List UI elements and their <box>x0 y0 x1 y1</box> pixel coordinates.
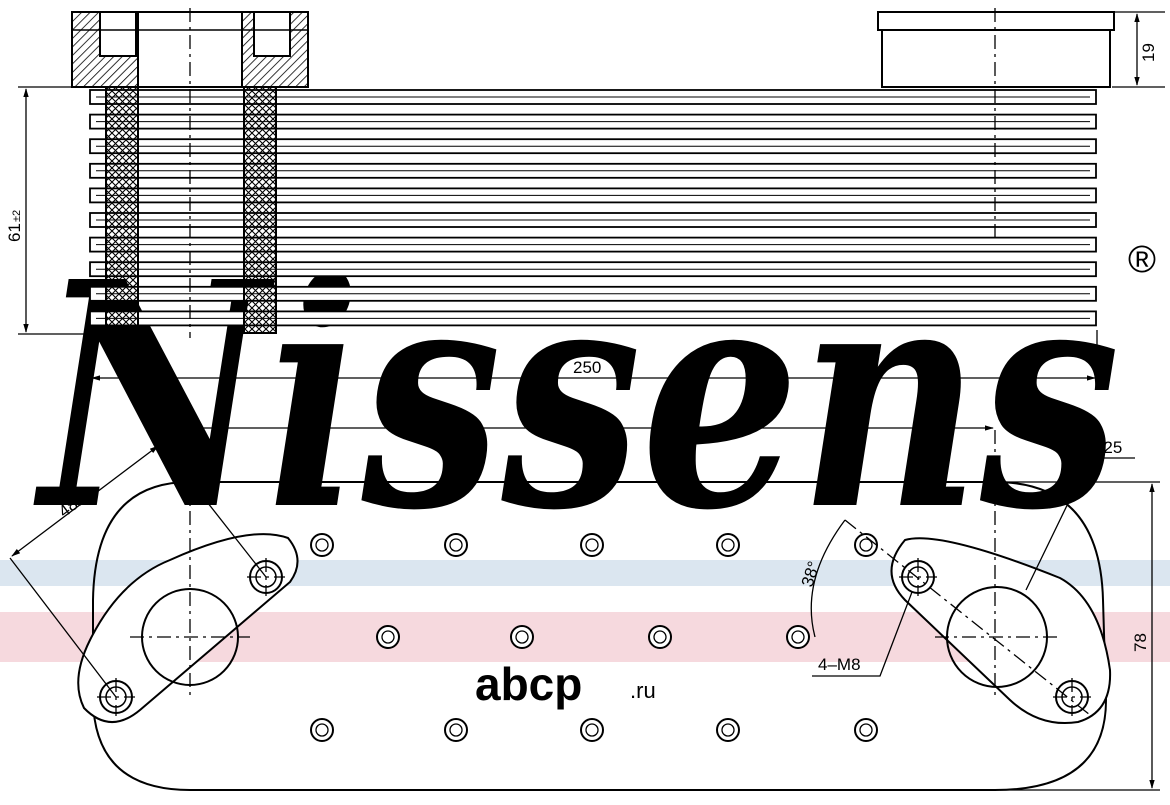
side-centre-lines <box>189 8 996 338</box>
dimple-inner <box>449 723 463 737</box>
dimple-inner <box>449 538 463 552</box>
dimple-inner <box>585 538 599 552</box>
dimple <box>310 718 334 742</box>
height-dimension-tolerance: ±2 <box>11 210 23 222</box>
dimple-inner <box>859 723 873 737</box>
left-collar <box>105 86 277 334</box>
dimple-inner <box>585 723 599 737</box>
port-diameter-label: ø25 <box>1093 438 1122 457</box>
right-boss <box>877 11 1115 88</box>
abcp-logo: abcp .ru <box>475 658 656 710</box>
plate-stack <box>89 89 1097 327</box>
height-dimension-value: 61 <box>5 223 24 242</box>
dimple-inner <box>721 538 735 552</box>
left-flange <box>77 533 299 723</box>
abcp-logo-tld: .ru <box>630 678 656 703</box>
dimple <box>444 718 468 742</box>
side-dimensions <box>18 11 1165 386</box>
top-dimensions <box>9 425 1160 791</box>
center-distance-label: 200 ±0.5 <box>555 411 607 430</box>
dimple-inner <box>315 538 329 552</box>
dimple-inner <box>721 723 735 737</box>
right-flange <box>890 537 1112 724</box>
thread-label: 4–M8 <box>818 655 861 674</box>
center-distance-tolerance: ±0.5 <box>586 417 607 429</box>
dimple-inner <box>859 538 873 552</box>
dimple-inner <box>381 630 395 644</box>
top-view <box>77 430 1112 791</box>
dimple <box>648 625 672 649</box>
dimple-grid <box>310 533 878 742</box>
dimple <box>786 625 810 649</box>
dimple <box>580 533 604 557</box>
watermark-registered-mark: ® <box>1128 239 1156 281</box>
dimple <box>580 718 604 742</box>
dimple <box>510 625 534 649</box>
length-dimension: 250 <box>573 358 601 377</box>
side-view <box>71 8 1115 338</box>
dimple-inner <box>791 630 805 644</box>
dimple-inner <box>653 630 667 644</box>
dimple-inner <box>315 723 329 737</box>
dimple <box>854 718 878 742</box>
dimple <box>444 533 468 557</box>
boss-height-dimension: 19 <box>1139 43 1158 62</box>
center-distance-value: 200 <box>555 411 583 430</box>
side-dimension-labels: 61 ±2 19 250 <box>5 43 1158 377</box>
dimple <box>376 625 400 649</box>
dimple <box>310 533 334 557</box>
abcp-logo-text: abcp <box>475 658 582 710</box>
dimple <box>716 533 740 557</box>
dimple-inner <box>515 630 529 644</box>
width-dimension: 78 <box>1131 633 1150 652</box>
dimple <box>716 718 740 742</box>
